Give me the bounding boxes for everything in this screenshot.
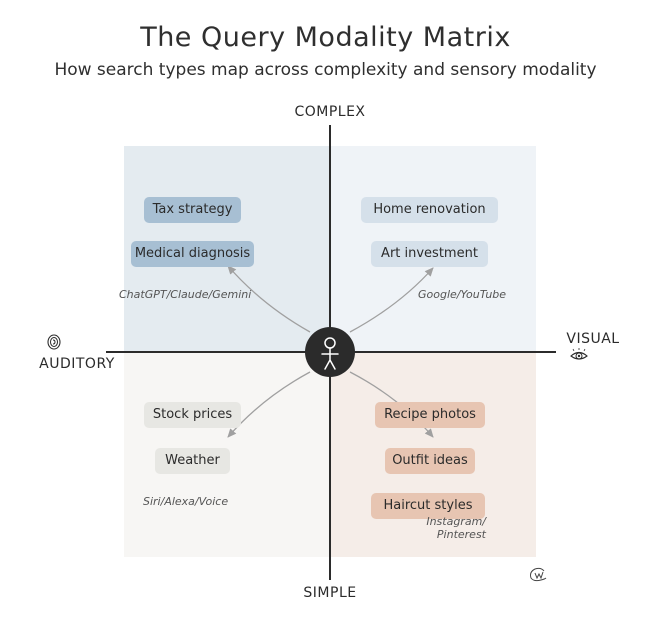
axis-label-auditory: AUDITORY [39, 356, 115, 372]
platform-label: Siri/Alexa/Voice [143, 495, 229, 508]
arrow-to-simple-visual [349, 371, 434, 438]
platform-label: ChatGPT/Claude/Gemini [119, 288, 252, 301]
eye-icon [570, 348, 588, 360]
platform-label: Google/YouTube [418, 288, 507, 301]
axis-label-simple: SIMPLE [303, 585, 357, 601]
ear-icon [47, 334, 61, 350]
arrow-to-complex-auditory [227, 265, 311, 333]
arrow-to-complex-visual [349, 267, 434, 333]
arrow-to-simple-auditory [227, 371, 311, 438]
diagram-subtitle: How search types map across complexity a… [54, 60, 597, 80]
query-pill: Stock prices [144, 402, 241, 428]
axis-label-visual: VISUAL [566, 331, 620, 347]
query-pill: Home renovation [361, 197, 498, 223]
query-pill: Recipe photos [375, 402, 485, 428]
axis-label-complex: COMPLEX [294, 104, 366, 120]
query-pill: Weather [155, 448, 230, 474]
query-pill: Tax strategy [144, 197, 241, 223]
query-pill: Art investment [371, 241, 488, 267]
watermark-icon [530, 567, 547, 582]
query-pill: Medical diagnosis [131, 241, 254, 267]
query-pill: Outfit ideas [385, 448, 475, 474]
query-pill: Haircut styles [371, 493, 485, 519]
diagram-title: The Query Modality Matrix [140, 22, 511, 53]
platform-label: Instagram/ Pinterest [426, 515, 486, 541]
person-icon [321, 337, 339, 370]
